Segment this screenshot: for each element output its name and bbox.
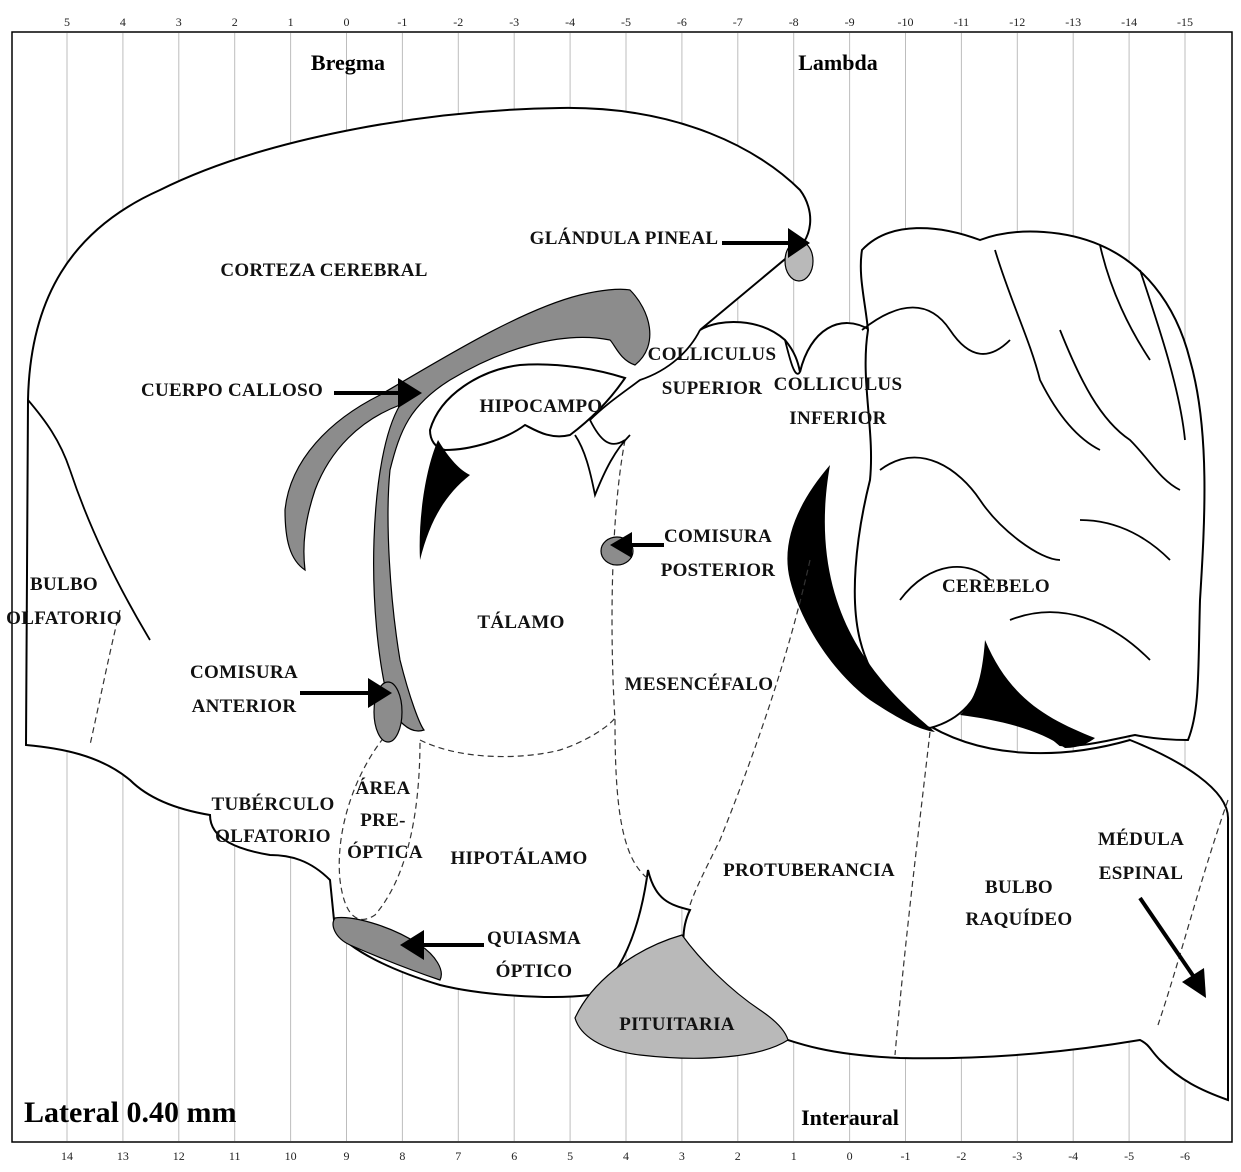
label-medula-espinal-2: ESPINAL [1099, 863, 1183, 884]
top-tick-label: 0 [344, 15, 350, 29]
label-quiasma-optico-2: ÓPTICO [496, 960, 573, 982]
top-tick-label: -9 [845, 15, 855, 29]
top-tick-label: -13 [1065, 15, 1081, 29]
label-mesencefalo: MESENCÉFALO [625, 673, 774, 695]
label-bulbo-olfatorio-2: OLFATORIO [6, 608, 122, 629]
bottom-tick-label: 12 [173, 1149, 185, 1163]
bottom-tick-label: 13 [117, 1149, 129, 1163]
label-cerebelo: CEREBELO [942, 576, 1050, 597]
bottom-tick-label: -1 [901, 1149, 911, 1163]
lambda-label: Lambda [798, 50, 877, 75]
label-hipocampo: HIPOCAMPO [479, 396, 602, 417]
label-comisura-posterior-1: COMISURA [664, 526, 772, 547]
label-area-preoptica-1: ÁREA [355, 777, 410, 799]
bottom-tick-label: 2 [735, 1149, 741, 1163]
bottom-tick-label: 6 [511, 1149, 517, 1163]
label-hipotalamo: HIPOTÁLAMO [450, 847, 587, 869]
bottom-tick-label: 4 [623, 1149, 629, 1163]
label-comisura-anterior-1: COMISURA [190, 662, 298, 683]
bottom-tick-label: 0 [847, 1149, 853, 1163]
label-quiasma-optico-1: QUIASMA [487, 928, 581, 949]
label-bulbo-olfatorio-1: BULBO [30, 574, 98, 595]
label-area-preoptica-3: ÓPTICA [347, 841, 423, 863]
bottom-tick-label: 11 [229, 1149, 241, 1163]
bottom-tick-label: 14 [61, 1149, 73, 1163]
bottom-tick-label: -4 [1068, 1149, 1078, 1163]
top-tick-label: -5 [621, 15, 631, 29]
top-tick-label: -1 [397, 15, 407, 29]
label-comisura-posterior-2: POSTERIOR [661, 560, 776, 581]
top-tick-label: 5 [64, 15, 70, 29]
bottom-tick-label: -3 [1012, 1149, 1022, 1163]
top-axis-ticks: 5 4 3 2 1 0 -1 -2 -3 -4 -5 -6 -7 -8 -9 -10 -11 -12 -13 -14 -… [64, 15, 1193, 29]
label-colliculus-superior-1: COLLICULUS [648, 344, 777, 365]
top-tick-label: -14 [1121, 15, 1137, 29]
top-tick-label: 3 [176, 15, 182, 29]
label-medula-espinal-1: MÉDULA [1098, 828, 1184, 850]
label-colliculus-inferior-1: COLLICULUS [774, 374, 903, 395]
bottom-tick-label: -6 [1180, 1149, 1190, 1163]
label-protuberancia: PROTUBERANCIA [723, 860, 895, 881]
label-cuerpo-calloso: CUERPO CALLOSO [141, 380, 323, 401]
bottom-tick-label: 1 [791, 1149, 797, 1163]
bottom-tick-label: -5 [1124, 1149, 1134, 1163]
top-tick-label: -8 [789, 15, 799, 29]
label-corteza-cerebral: CORTEZA CEREBRAL [220, 260, 427, 281]
label-bulbo-raquideo-1: BULBO [985, 877, 1053, 898]
label-colliculus-inferior-2: INFERIOR [789, 408, 886, 429]
label-pituitaria: PITUITARIA [619, 1014, 735, 1035]
label-glandula-pineal: GLÁNDULA PINEAL [530, 227, 719, 249]
top-tick-label: 2 [232, 15, 238, 29]
section-label: Lateral 0.40 mm [24, 1096, 236, 1129]
top-tick-label: 1 [288, 15, 294, 29]
bottom-tick-label: 7 [455, 1149, 461, 1163]
bottom-tick-label: 9 [344, 1149, 350, 1163]
top-tick-label: -11 [954, 15, 970, 29]
label-tuberculo-olfatorio-1: TUBÉRCULO [211, 793, 334, 815]
top-tick-label: -6 [677, 15, 687, 29]
interaural-label: Interaural [801, 1105, 899, 1130]
top-tick-label: -10 [898, 15, 914, 29]
label-comisura-anterior-2: ANTERIOR [192, 696, 297, 717]
top-tick-label: -12 [1009, 15, 1025, 29]
bottom-tick-label: -2 [956, 1149, 966, 1163]
bottom-tick-label: 10 [285, 1149, 297, 1163]
top-tick-label: -4 [565, 15, 575, 29]
bottom-tick-label: 5 [567, 1149, 573, 1163]
bottom-tick-label: 3 [679, 1149, 685, 1163]
label-talamo: TÁLAMO [477, 611, 564, 633]
label-colliculus-superior-2: SUPERIOR [662, 378, 763, 399]
top-tick-label: 4 [120, 15, 126, 29]
bregma-label: Bregma [311, 50, 385, 75]
top-tick-label: -7 [733, 15, 743, 29]
label-tuberculo-olfatorio-2: OLFATORIO [215, 826, 331, 847]
top-tick-label: -3 [509, 15, 519, 29]
top-tick-label: -2 [453, 15, 463, 29]
top-tick-label: -15 [1177, 15, 1193, 29]
label-bulbo-raquideo-2: RAQUÍDEO [966, 908, 1073, 930]
bottom-tick-label: 8 [399, 1149, 405, 1163]
label-area-preoptica-2: PRE- [360, 810, 406, 831]
